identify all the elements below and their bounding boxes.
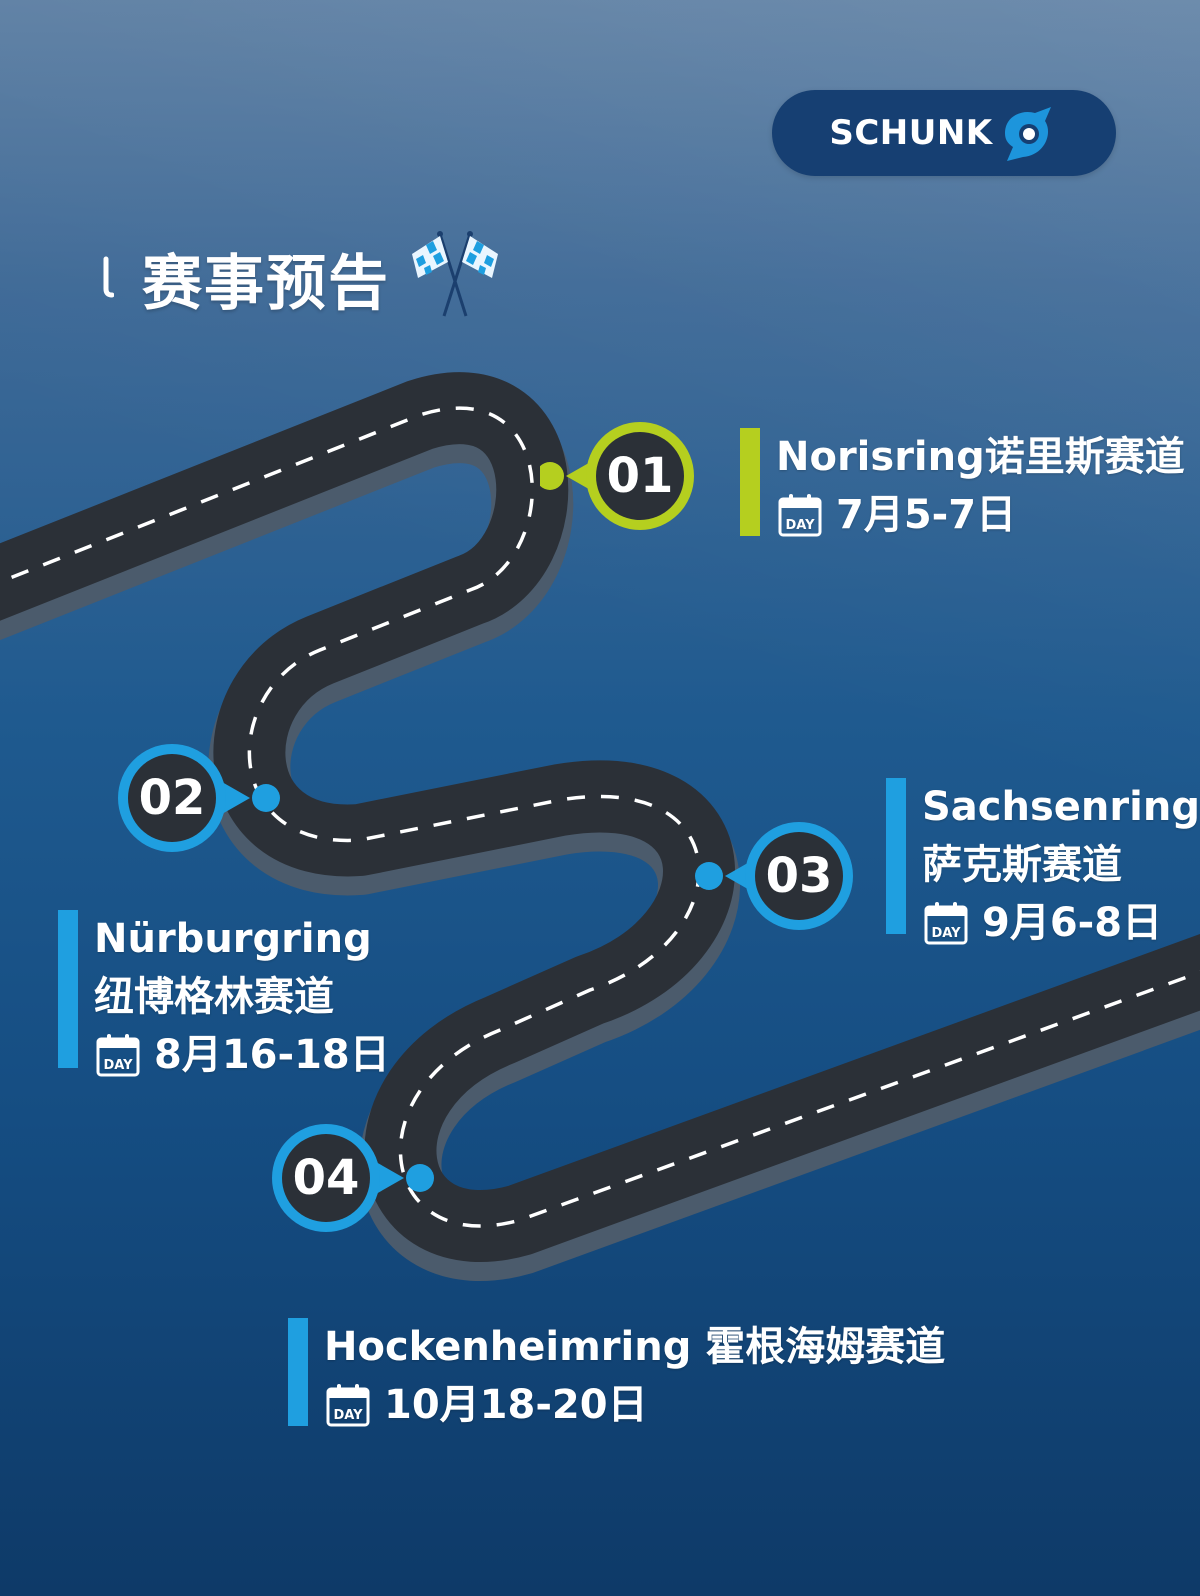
event-date-row: DAY 7月5-7日 [776,486,1185,544]
track-point [540,462,564,490]
calendar-day-icon: DAY [778,494,822,537]
schunk-logo-icon [1004,107,1051,161]
event-name: Hockenheimring 霍根海姆赛道 [324,1324,946,1370]
accent-bar [58,910,78,1068]
title-accent-mark [103,256,114,298]
track-point [695,862,723,890]
event-date-row: DAY 10月18-20日 [324,1376,945,1434]
event-name: Sachsenring [922,784,1200,830]
track-point [252,784,280,812]
event-date: 7月5-7日 [836,492,1017,538]
logo-text: SCHUNK [829,113,993,153]
event-name-cn: 纽博格林赛道 [94,974,334,1020]
event-info-04: Hockenheimring 霍根海姆赛道 DAY 10月18-20日 [288,1318,948,1428]
day-label: DAY [333,1408,363,1423]
event-info-01: Norisring诺里斯赛道 DAY 7月5-7日 [740,428,1185,538]
event-name-cn: 萨克斯赛道 [922,842,1122,888]
day-label: DAY [785,518,815,533]
marker-badge [540,422,694,530]
day-label: DAY [931,926,961,941]
accent-bar [288,1318,308,1426]
calendar-day-icon: DAY [96,1034,140,1077]
event-date: 10月18-20日 [384,1382,648,1428]
event-date-row: DAY 9月6-8日 [922,894,1200,952]
event-name: Norisring诺里斯赛道 [776,434,1185,480]
event-info-03: Sachsenring 萨克斯赛道 DAY 9月6-8日 [886,778,1200,946]
marker-badge [695,822,853,930]
schunk-logo: SCHUNK [772,90,1116,176]
accent-bar [740,428,760,536]
calendar-day-icon: DAY [924,902,968,945]
event-date: 8月16-18日 [154,1032,390,1078]
marker-number: 03 [765,848,833,904]
day-label: DAY [103,1058,133,1073]
page-title: 赛事预告 [142,248,390,319]
event-date: 9月6-8日 [982,900,1163,946]
marker-badge [118,744,280,852]
track-point [406,1164,434,1192]
checkered-flags-icon [412,231,498,317]
accent-bar [886,778,906,934]
event-date-row: DAY 8月16-18日 [94,1026,390,1084]
event-name: Nürburgring [94,916,372,962]
calendar-day-icon: DAY [326,1384,370,1427]
marker-number: 01 [606,448,674,504]
marker-number: 04 [292,1150,360,1206]
event-info-02: Nürburgring 纽博格林赛道 DAY 8月16-18日 [58,910,398,1078]
header: 赛事预告 [98,228,504,328]
marker-badge [272,1124,434,1232]
marker-number: 02 [138,770,206,826]
